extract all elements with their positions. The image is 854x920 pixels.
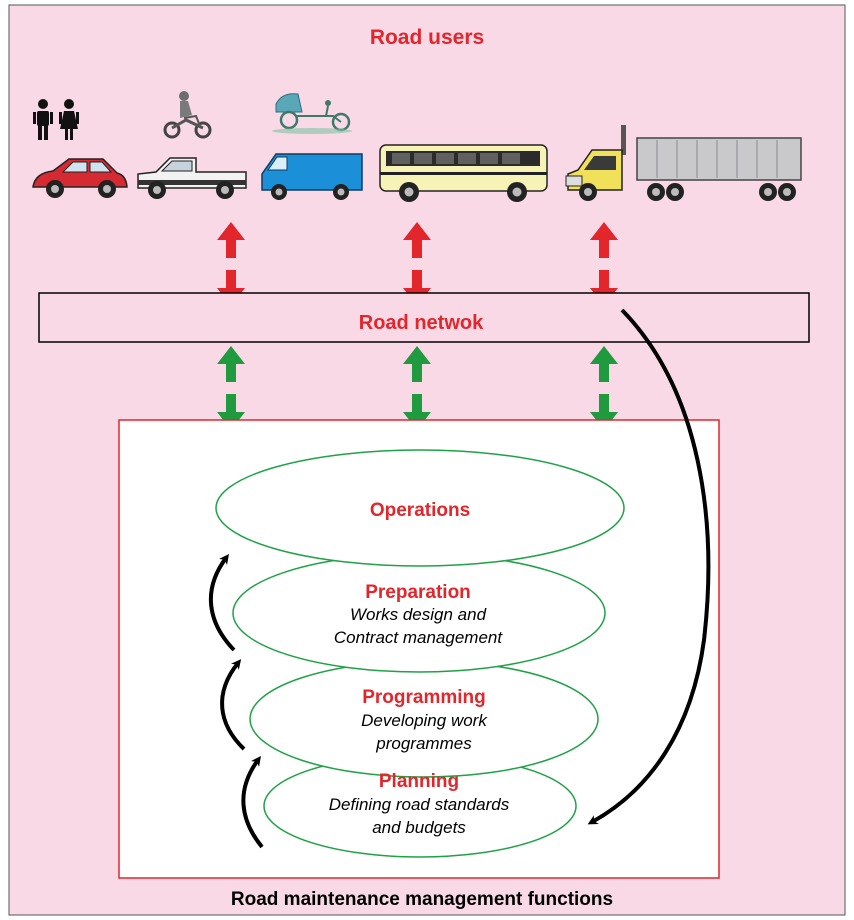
planning-line2: and budgets <box>372 818 466 837</box>
operations-ellipse <box>215 449 625 567</box>
programming-line2: programmes <box>375 734 472 753</box>
bus-icon <box>379 144 548 202</box>
programming-title: Programming <box>362 687 486 708</box>
road-network-box <box>38 292 810 343</box>
rickshaw-icon <box>272 93 352 134</box>
preparation-title: Preparation <box>365 582 471 603</box>
feedback-arrow-network-to-planning <box>587 308 711 825</box>
programming-line1: Developing work <box>361 711 488 730</box>
pickup-truck-icon <box>137 157 247 199</box>
cycle-arrow-preparation-to-operations <box>208 553 236 652</box>
planning-title: Planning <box>379 771 459 792</box>
planning-line1: Defining road standards <box>329 795 510 814</box>
operations-title: Operations <box>370 500 470 521</box>
pedestrians-icon <box>33 99 79 140</box>
car-icon <box>32 158 128 198</box>
semi-truck-icon <box>565 125 802 201</box>
preparation-line1: Works design and <box>350 605 487 624</box>
cycle-arrow-programming-to-preparation <box>220 659 246 751</box>
van-icon <box>261 153 363 200</box>
management-functions-caption: Road maintenance management functions <box>231 889 613 910</box>
motorcyclist-icon <box>163 91 212 139</box>
road-users-title: Road users <box>370 26 484 49</box>
preparation-line2: Contract management <box>334 628 503 647</box>
road-network-label: Road netwok <box>359 312 484 334</box>
cycle-arrow-planning-to-programming <box>241 755 264 849</box>
